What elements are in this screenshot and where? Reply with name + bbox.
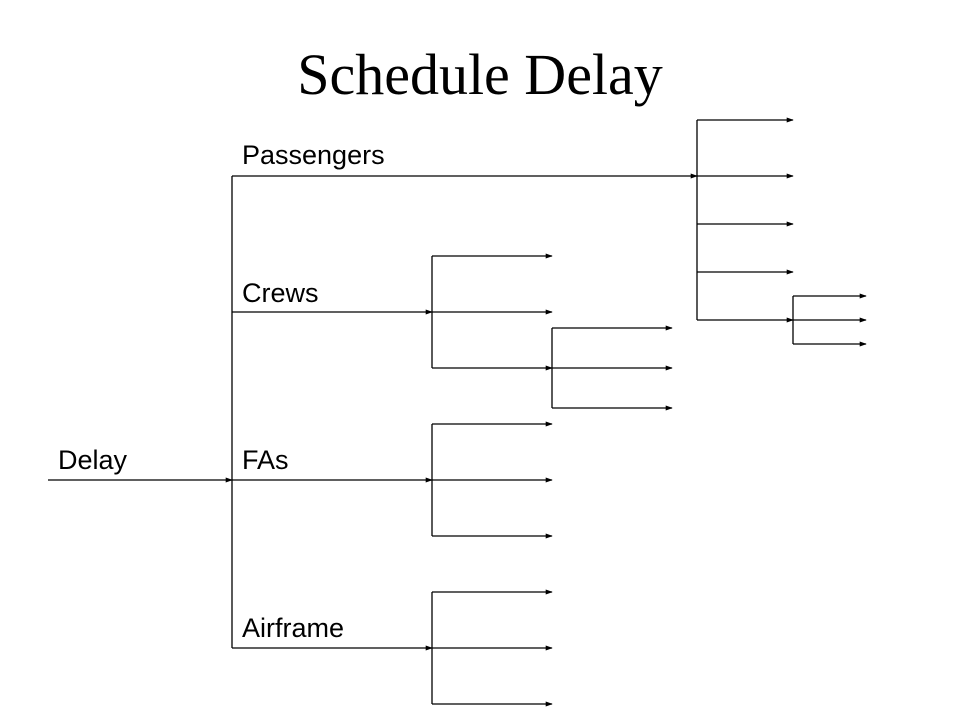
branch-label-fas: FAs (242, 445, 289, 475)
branch-label-passengers: Passengers (242, 140, 385, 170)
branch-label-crews: Crews (242, 278, 319, 308)
root-label-delay: Delay (58, 445, 128, 475)
page-title: Schedule Delay (297, 42, 663, 107)
branch-label-airframe: Airframe (242, 613, 345, 643)
